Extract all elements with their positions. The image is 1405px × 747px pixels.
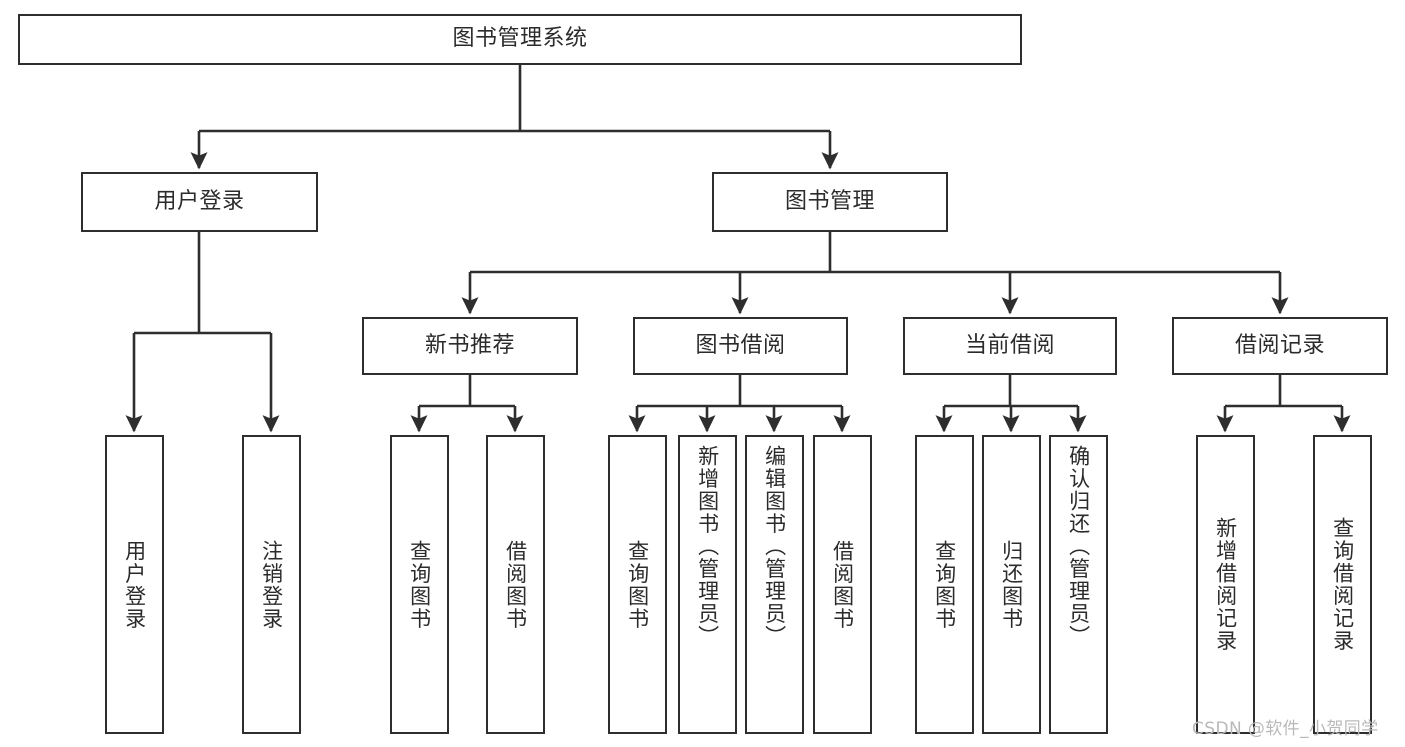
node-current-borrow-label: 当前借阅 — [964, 332, 1055, 358]
node-borrow-record[interactable]: 借阅记录 — [1172, 317, 1388, 375]
leaf-current-borrow-query[interactable]: 查询图书 — [915, 435, 974, 734]
leaf-new-book-query[interactable]: 查询图书 — [390, 435, 449, 734]
leaf-current-borrow-confirm-return-label: 确认归还（管理员） — [1066, 445, 1091, 648]
leaf-book-borrow-query-label: 查询图书 — [625, 539, 650, 630]
node-new-book-recommend-label: 新书推荐 — [424, 332, 515, 358]
node-current-borrow[interactable]: 当前借阅 — [903, 317, 1117, 375]
node-root-label: 图书管理系统 — [452, 26, 588, 52]
node-book-borrow-label: 图书借阅 — [695, 332, 786, 358]
leaf-new-book-query-label: 查询图书 — [407, 539, 432, 630]
leaf-new-book-borrow[interactable]: 借阅图书 — [486, 435, 545, 734]
leaf-book-borrow-borrow-label: 借阅图书 — [830, 539, 855, 630]
leaf-book-borrow-edit[interactable]: 编辑图书（管理员） — [745, 435, 804, 734]
node-book-management[interactable]: 图书管理 — [712, 172, 948, 232]
node-book-borrow[interactable]: 图书借阅 — [633, 317, 848, 375]
node-book-management-label: 图书管理 — [784, 188, 875, 214]
leaf-book-borrow-query[interactable]: 查询图书 — [608, 435, 667, 734]
node-user-login-label: 用户登录 — [154, 188, 245, 214]
leaf-user-login-logout-label: 注销登录 — [259, 539, 284, 630]
leaf-borrow-record-add[interactable]: 新增借阅记录 — [1196, 435, 1255, 734]
leaf-user-login-login[interactable]: 用户登录 — [105, 435, 164, 734]
node-new-book-recommend[interactable]: 新书推荐 — [362, 317, 578, 375]
leaf-current-borrow-query-label: 查询图书 — [932, 539, 957, 630]
leaf-user-login-login-label: 用户登录 — [122, 539, 147, 630]
leaf-current-borrow-return-label: 归还图书 — [999, 539, 1024, 630]
node-user-login[interactable]: 用户登录 — [81, 172, 318, 232]
leaf-book-borrow-add-label: 新增图书（管理员） — [695, 445, 720, 648]
watermark-text: CSDN @软件_小贺同学 — [1192, 719, 1379, 739]
leaf-book-borrow-borrow[interactable]: 借阅图书 — [813, 435, 872, 734]
leaf-borrow-record-query-label: 查询借阅记录 — [1330, 517, 1355, 652]
node-root-library-system[interactable]: 图书管理系统 — [18, 14, 1022, 65]
leaf-borrow-record-add-label: 新增借阅记录 — [1213, 517, 1238, 652]
leaf-current-borrow-return[interactable]: 归还图书 — [982, 435, 1041, 734]
leaf-book-borrow-edit-label: 编辑图书（管理员） — [762, 445, 787, 648]
leaf-book-borrow-add[interactable]: 新增图书（管理员） — [678, 435, 737, 734]
leaf-borrow-record-query[interactable]: 查询借阅记录 — [1313, 435, 1372, 734]
leaf-new-book-borrow-label: 借阅图书 — [503, 539, 528, 630]
node-borrow-record-label: 借阅记录 — [1234, 332, 1325, 358]
leaf-current-borrow-confirm-return[interactable]: 确认归还（管理员） — [1049, 435, 1108, 734]
leaf-user-login-logout[interactable]: 注销登录 — [242, 435, 301, 734]
